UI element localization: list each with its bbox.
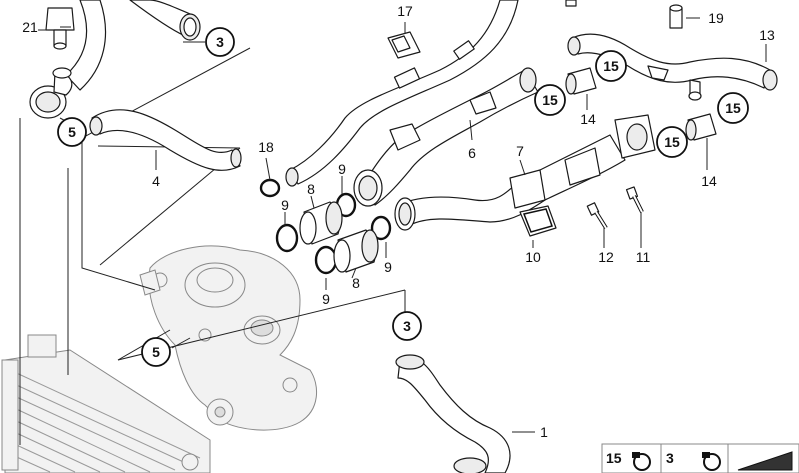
hose-clamp-icon <box>632 452 651 471</box>
water-pump-illustration <box>139 245 318 431</box>
radiator-illustration <box>1 334 211 473</box>
part-label-15-c: 15 <box>725 100 741 116</box>
wedge-shim-icon <box>737 451 793 471</box>
bolt-part-11 <box>625 186 644 213</box>
part-label-13: 13 <box>759 27 775 43</box>
sleeve-part-14-lower <box>685 113 717 141</box>
coolant-pipe-long <box>285 0 519 187</box>
hose-part-4 <box>89 109 242 171</box>
bolt-part-12 <box>586 202 608 230</box>
coupling-sleeve-8-lower <box>333 229 379 273</box>
callout-15d: 15 <box>656 126 688 158</box>
callout-5b: 5 <box>141 337 171 367</box>
part-label-9-d: 9 <box>384 259 392 275</box>
part-label-9-b: 9 <box>338 161 346 177</box>
part-label-8-upper: 8 <box>307 181 315 197</box>
coolant-temp-sensor <box>38 7 75 50</box>
coolant-pipe-13 <box>567 33 778 101</box>
part-label-12: 12 <box>598 249 614 265</box>
part-label-5-lower: 5 <box>152 344 160 360</box>
part-label-9-c: 9 <box>322 291 330 307</box>
sleeve-part-14-upper <box>565 67 597 95</box>
part-label-1: 1 <box>540 424 548 440</box>
part-label-3-lower: 3 <box>403 318 411 334</box>
coupling-sleeve-8-upper <box>299 201 343 245</box>
part-label-19: 19 <box>708 10 724 26</box>
callout-15b: 15 <box>534 84 566 116</box>
part-label-6: 6 <box>468 145 476 161</box>
part-label-15-b: 15 <box>542 92 558 108</box>
legend-box: 15 3 <box>601 443 799 473</box>
callout-3a: 3 <box>205 27 235 57</box>
part-label-10: 10 <box>525 249 541 265</box>
part-label-9-a: 9 <box>281 197 289 213</box>
coolant-pipe-7 <box>394 114 656 231</box>
part-label-3-upper: 3 <box>216 34 224 50</box>
part-label-14-upper: 14 <box>580 111 596 127</box>
callout-15c: 15 <box>717 92 749 124</box>
callout-15a: 15 <box>595 50 627 82</box>
upper-radiator-hose <box>65 0 201 91</box>
radiator-hose-flange <box>29 67 73 119</box>
part-label-11: 11 <box>636 249 651 265</box>
callout-5a: 5 <box>57 117 87 147</box>
lower-radiator-hose <box>395 354 511 473</box>
sensor-part-19 <box>669 4 683 29</box>
top-center-fragment <box>565 0 577 7</box>
part-label-14-lower: 14 <box>701 173 717 189</box>
part-label-17: 17 <box>397 3 413 19</box>
part-label-7: 7 <box>516 143 524 159</box>
part-label-21: 21 <box>22 19 38 35</box>
callout-3b: 3 <box>392 311 422 341</box>
legend-label-3: 3 <box>666 450 674 466</box>
hose-clamp-icon <box>702 452 721 471</box>
legend-label-15: 15 <box>606 450 622 466</box>
part-label-18: 18 <box>258 139 274 155</box>
part-label-4: 4 <box>152 173 160 189</box>
part-label-15-a: 15 <box>603 58 619 74</box>
coolant-pipe-6 <box>353 67 539 207</box>
part-label-5-upper: 5 <box>68 124 76 140</box>
clip-part-17 <box>387 31 421 59</box>
part-label-15-d: 15 <box>664 134 680 150</box>
part-label-8-lower: 8 <box>352 275 360 291</box>
